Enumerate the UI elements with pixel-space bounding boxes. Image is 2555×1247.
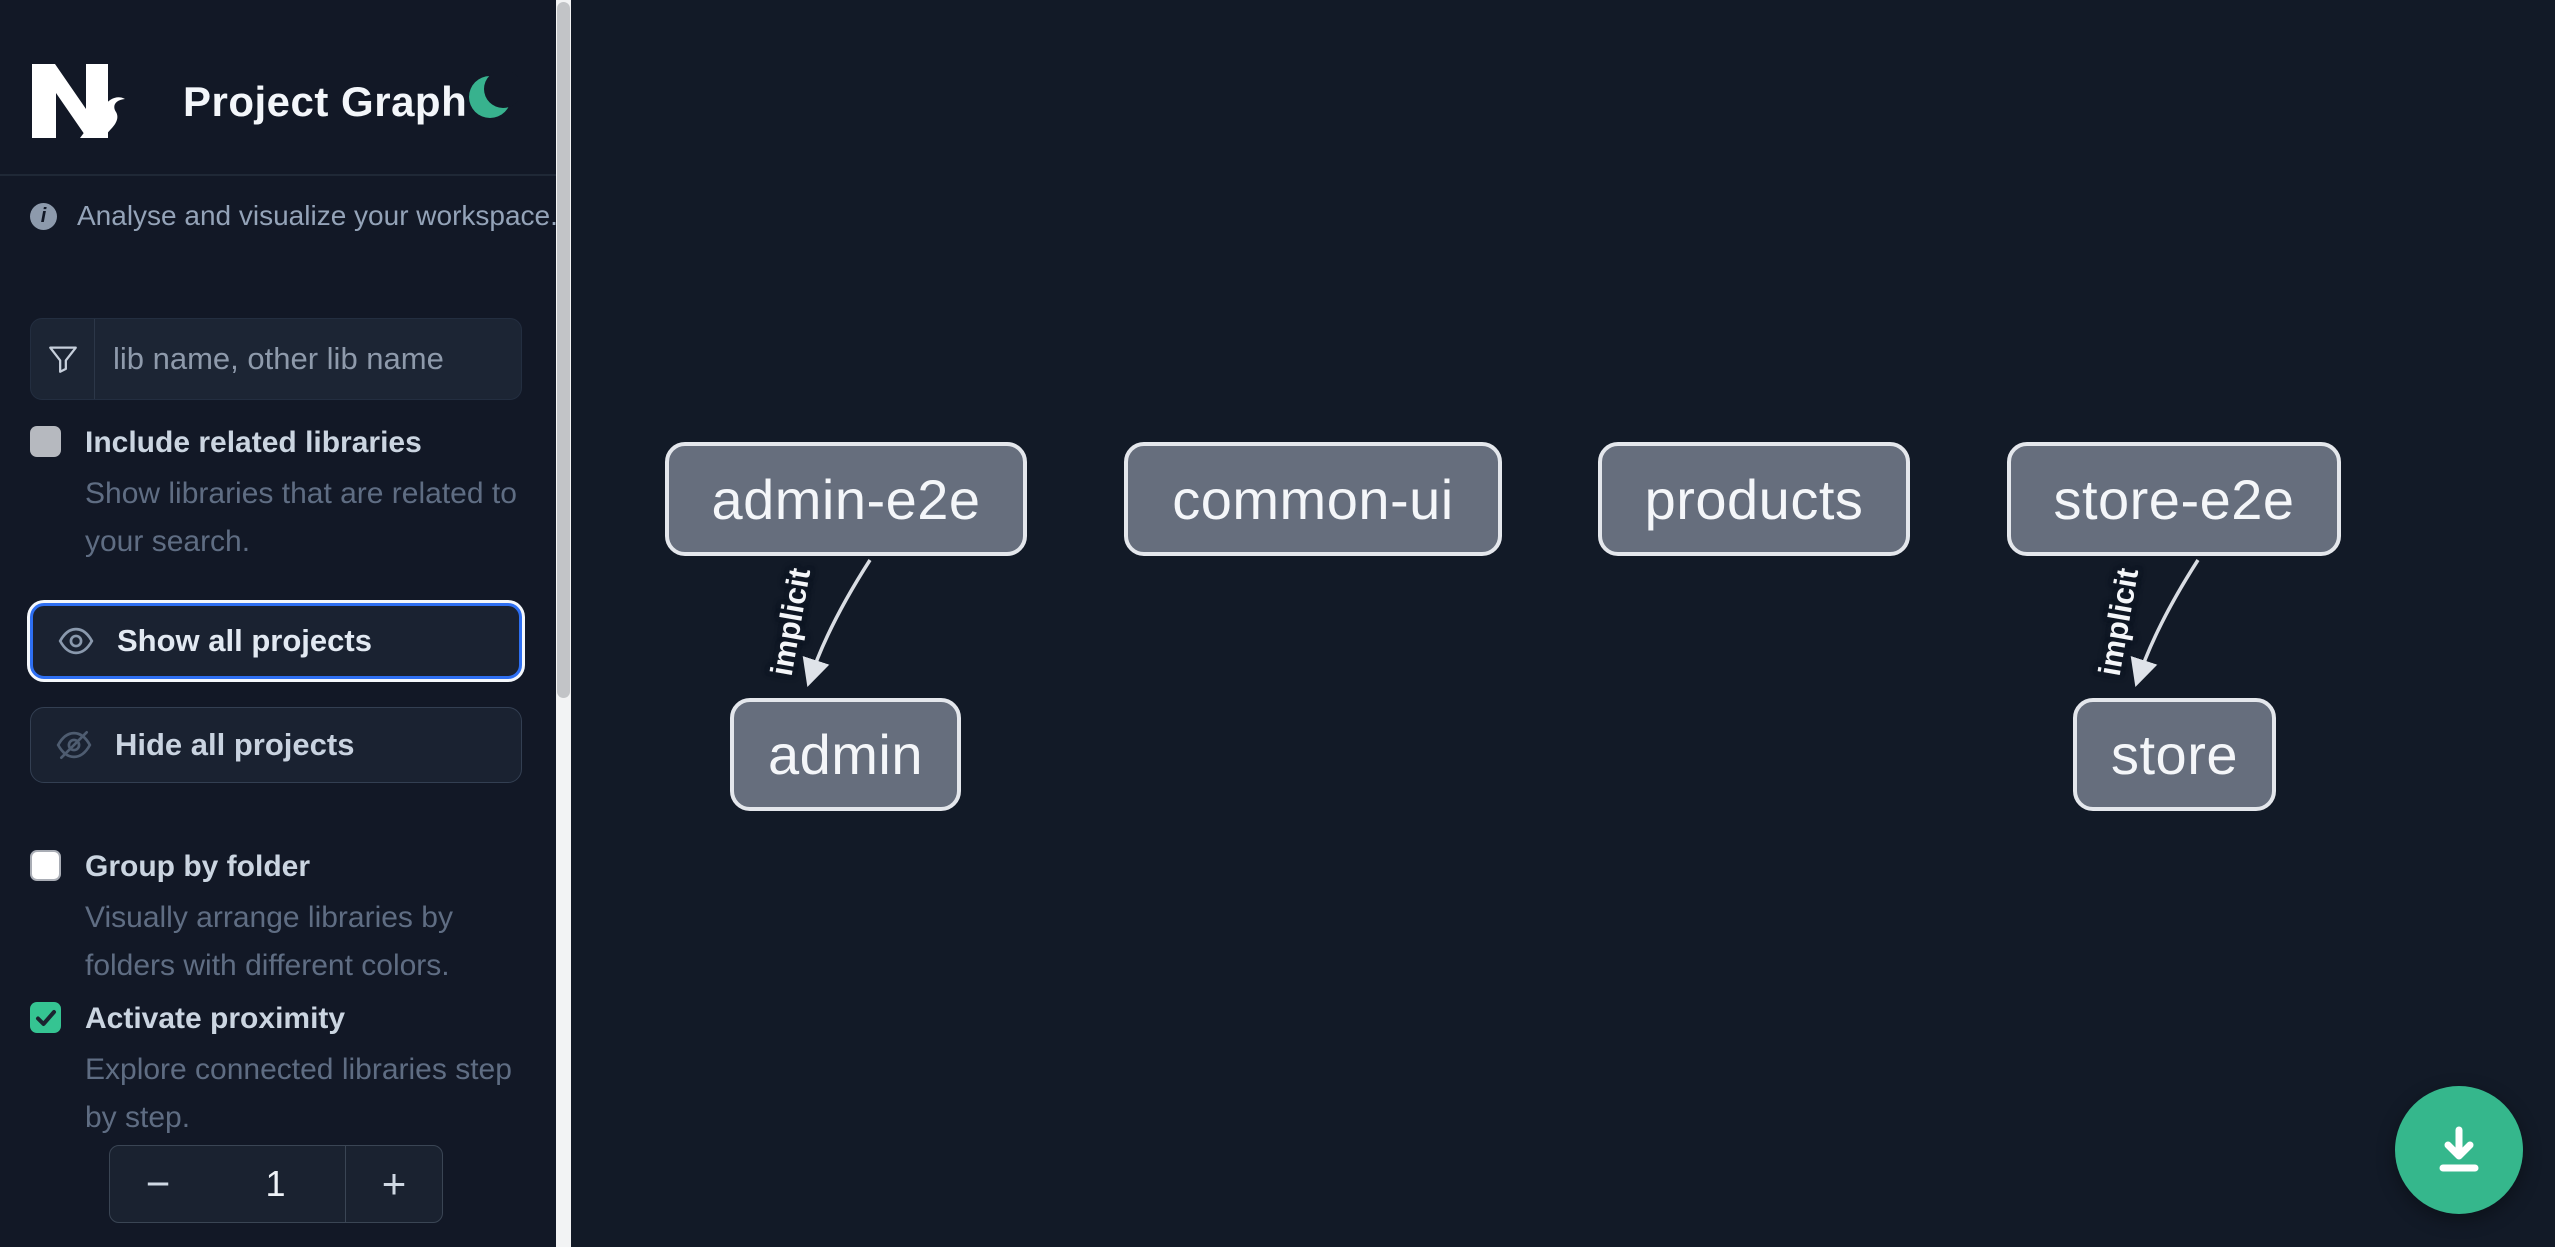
project-node-admin-e2e[interactable]: admin-e2e [665, 442, 1027, 556]
group-by-folder-checkbox[interactable] [30, 850, 61, 881]
hide-all-projects-button[interactable]: Hide all projects [30, 707, 522, 783]
show-all-projects-button[interactable]: Show all projects [30, 603, 522, 679]
activate-proximity-checkbox[interactable] [30, 1002, 61, 1033]
group-by-folder-description: Visually arrange libraries by folders wi… [85, 901, 453, 982]
proximity-depth-value: 1 [206, 1146, 346, 1222]
download-icon [2439, 1126, 2479, 1172]
search-box [30, 318, 522, 400]
include-related-description: Show libraries that are related to your … [85, 477, 517, 558]
graph-edges [802, 559, 2200, 687]
project-node-store-e2e[interactable]: store-e2e [2007, 442, 2341, 556]
workspace-tagline: Analyse and visualize your workspace. [77, 200, 558, 231]
eye-icon [57, 622, 95, 660]
theme-toggle-button[interactable] [468, 70, 522, 122]
page-title: Project Graph [183, 78, 468, 125]
sidebar-scrollbar-track[interactable] [556, 0, 571, 1247]
sidebar-scrollbar-thumb[interactable] [557, 2, 570, 698]
activate-proximity-description: Explore connected libraries step by step… [85, 1053, 512, 1134]
activate-proximity-row: Activate proximity Explore connected lib… [30, 1000, 530, 1142]
project-node-admin[interactable]: admin [730, 698, 961, 811]
proximity-depth-stepper: − 1 + [109, 1145, 443, 1223]
sidebar: Project Graph i Analyse and visualize yo… [0, 0, 571, 1247]
edge-admin-e2e-admin[interactable] [802, 559, 872, 687]
group-by-folder-label[interactable]: Group by folder [85, 850, 310, 883]
workspace-tagline-row: i Analyse and visualize your workspace. [30, 200, 558, 232]
group-by-folder-row: Group by folder Visually arrange librari… [30, 848, 530, 990]
activate-proximity-label[interactable]: Activate proximity [85, 1002, 346, 1035]
check-icon [35, 1009, 56, 1026]
project-node-products[interactable]: products [1598, 442, 1910, 556]
eye-off-icon [55, 726, 93, 764]
download-graph-button[interactable] [2395, 1086, 2523, 1214]
graph-canvas[interactable]: admin-e2e common-ui products store-e2e a… [571, 0, 2555, 1247]
info-icon: i [30, 202, 57, 230]
show-all-projects-label: Show all projects [117, 623, 372, 658]
nx-logo [32, 64, 125, 138]
increment-button[interactable]: + [346, 1146, 442, 1222]
decrement-button[interactable]: − [110, 1146, 206, 1222]
search-input[interactable] [95, 319, 521, 399]
include-related-row: Include related libraries Show libraries… [30, 424, 530, 566]
filter-icon [31, 319, 95, 399]
project-node-store[interactable]: store [2073, 698, 2276, 811]
include-related-label[interactable]: Include related libraries [85, 426, 422, 459]
include-related-checkbox[interactable] [30, 426, 61, 457]
hide-all-projects-label: Hide all projects [115, 727, 355, 762]
edge-store-e2e-store[interactable] [2130, 559, 2200, 687]
moon-icon [469, 70, 522, 118]
project-node-common-ui[interactable]: common-ui [1124, 442, 1502, 556]
sidebar-header: Project Graph [0, 0, 557, 176]
